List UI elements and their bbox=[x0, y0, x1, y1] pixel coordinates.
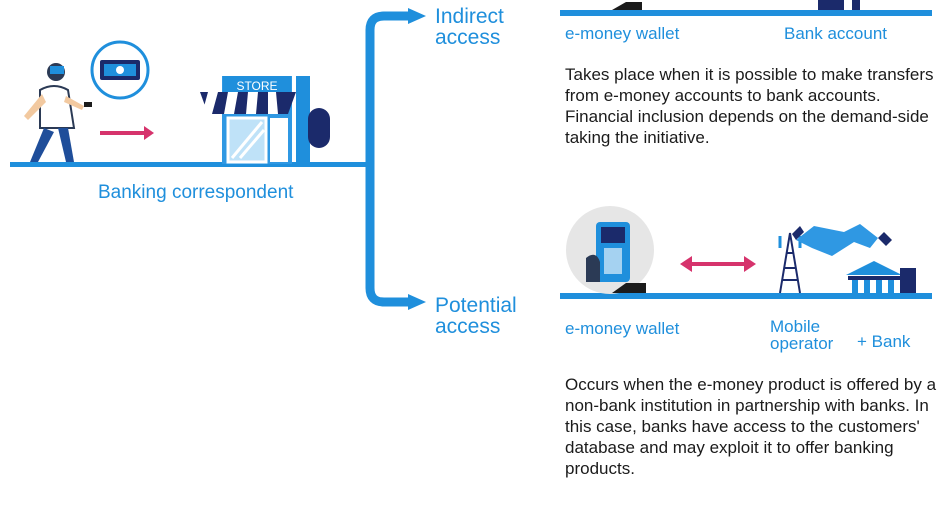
money-bubble-icon bbox=[90, 40, 150, 100]
potential-label-line2: access bbox=[435, 315, 501, 338]
potential-description: Occurs when the e-money product is offer… bbox=[565, 375, 937, 478]
indirect-bank-caption: Bank account bbox=[784, 24, 888, 43]
left-ground-line bbox=[10, 162, 370, 167]
plus-bank-caption: + Bank bbox=[857, 332, 911, 351]
mobile-phone-icon bbox=[566, 206, 654, 294]
potential-arrowhead bbox=[408, 294, 426, 310]
store-sign: STORE bbox=[236, 79, 278, 93]
indirect-wallet-caption: e-money wallet bbox=[565, 24, 680, 43]
double-arrow-icon bbox=[680, 256, 756, 272]
potential-wallet-caption: e-money wallet bbox=[565, 319, 680, 338]
person-icon bbox=[24, 63, 92, 162]
potential-ground-line bbox=[560, 293, 932, 299]
bank-building-icon bbox=[846, 261, 916, 293]
branch-connector bbox=[365, 11, 415, 307]
handshake-icon bbox=[792, 224, 892, 256]
indirect-label-line1: Indirect bbox=[435, 5, 504, 28]
payment-arrow-icon bbox=[100, 126, 154, 140]
potential-label-line1: Potential bbox=[435, 294, 517, 317]
indirect-description: Takes place when it is possible to make … bbox=[565, 65, 934, 147]
mobile-operator-caption: Mobile operator bbox=[770, 318, 833, 352]
indirect-arrowhead bbox=[408, 8, 426, 24]
potential-access-label: Potential access bbox=[435, 295, 517, 337]
mobile-operator-line1: Mobile bbox=[770, 317, 821, 336]
indirect-access-label: Indirect access bbox=[435, 6, 504, 48]
indirect-ground-line bbox=[560, 10, 932, 16]
antenna-tower-icon bbox=[778, 232, 802, 294]
indirect-bank-base-icon bbox=[818, 0, 844, 10]
mobile-operator-line2: operator bbox=[770, 334, 834, 353]
indirect-phone-base-icon bbox=[612, 2, 642, 10]
store-icon bbox=[200, 76, 330, 164]
indirect-label-line2: access bbox=[435, 26, 501, 49]
banking-correspondent-caption: Banking correspondent bbox=[98, 182, 294, 203]
